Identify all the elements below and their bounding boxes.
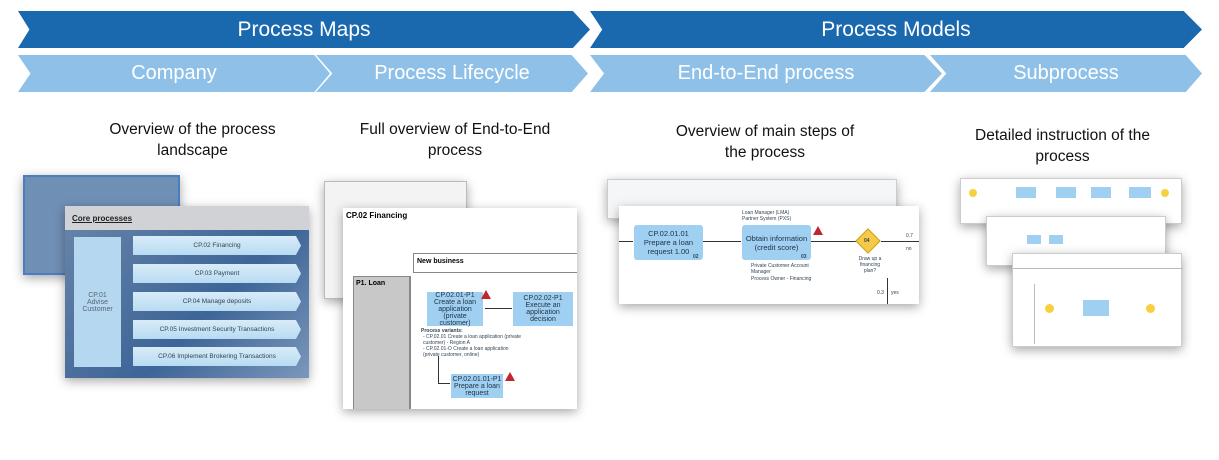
process-models-label: Process Models (821, 17, 971, 41)
company-title: Core processes (72, 214, 133, 223)
company-item: CP.05 Investment Security Transactions (133, 320, 301, 339)
caption-e2e: Overview of main steps of the process (675, 123, 855, 161)
e2e-roles: Loan Manager (LMA) Partner System (PXS) (742, 210, 792, 222)
company-item: CP.02 Financing (133, 236, 301, 255)
lifecycle-column: New business (417, 258, 464, 265)
stage-subprocess: Subprocess (930, 55, 1202, 92)
e2e-task-2: Obtain information (credit score) (742, 225, 811, 260)
lifecycle-task-2: CP.02.02-P1 Execute an application decis… (513, 292, 573, 326)
prob-yes: 0.3 (877, 290, 884, 296)
process-models-band: Process Models (590, 11, 1202, 48)
process-maps-band: Process Maps (18, 11, 590, 48)
stage-label: Process Lifecycle (374, 62, 530, 84)
gateway-question: Draw up a financing plan? (858, 256, 882, 274)
stage-end-to-end: End-to-End process (590, 55, 942, 92)
lifecycle-title: CP.02 Financing (346, 211, 408, 220)
label-yes: yes (891, 290, 899, 296)
lifecycle-lane: P1. Loan (356, 280, 386, 287)
caption-subprocess: Detailed instruction of the process (975, 127, 1150, 165)
task-label: CP.02.01.01 Prepare a loan request 1.00 (643, 229, 694, 256)
subprocess-thumbnail-3 (1012, 253, 1183, 347)
variants-list: - CP.02.01 Create a loan application (pr… (423, 334, 522, 358)
label-no: no (906, 246, 912, 252)
stage-company: Company (18, 55, 330, 92)
task-number: 03 (801, 254, 807, 260)
lifecycle-task-3: CP.02.01.01-P1 Prepare a loan request (451, 374, 503, 398)
owner-1: Private Customer Account Manager (751, 263, 809, 275)
company-thumbnail: Core processes CP.01 Advise Customer CP.… (65, 206, 309, 378)
lifecycle-task-1: CP.02.01-P1 Create a loan application (p… (427, 292, 483, 327)
company-left-box: CP.01 Advise Customer (74, 237, 121, 367)
company-item: CP.03 Payment (133, 264, 301, 283)
stage-process-lifecycle: Process Lifecycle (316, 55, 588, 92)
e2e-thumbnail: CP.02.01.01 Prepare a loan request 1.00 … (619, 206, 919, 304)
gateway-number: 04 (864, 238, 870, 244)
caption-lifecycle: Full overview of End-to-End process (359, 121, 551, 159)
caption-company: Overview of the process landscape (109, 121, 276, 159)
process-maps-label: Process Maps (237, 17, 371, 41)
prob-no: 0.7 (906, 233, 913, 239)
company-item: CP.04 Manage deposits (133, 292, 301, 311)
task-label: Obtain information (credit score) (745, 233, 808, 252)
company-item: CP.06 Implement Brokering Transactions (133, 347, 301, 366)
variants-title: Process variants: (421, 328, 463, 334)
e2e-task-1: CP.02.01.01 Prepare a loan request 1.00 (634, 225, 703, 260)
stage-label: Company (131, 62, 217, 84)
task-number: 02 (693, 254, 699, 260)
owner-2: Process Owner - Financing (751, 276, 812, 282)
stage-label: Subprocess (1013, 62, 1119, 84)
lifecycle-thumbnail: CP.02 Financing New business P1. Loan CP… (343, 208, 577, 409)
stage-label: End-to-End process (677, 62, 855, 84)
